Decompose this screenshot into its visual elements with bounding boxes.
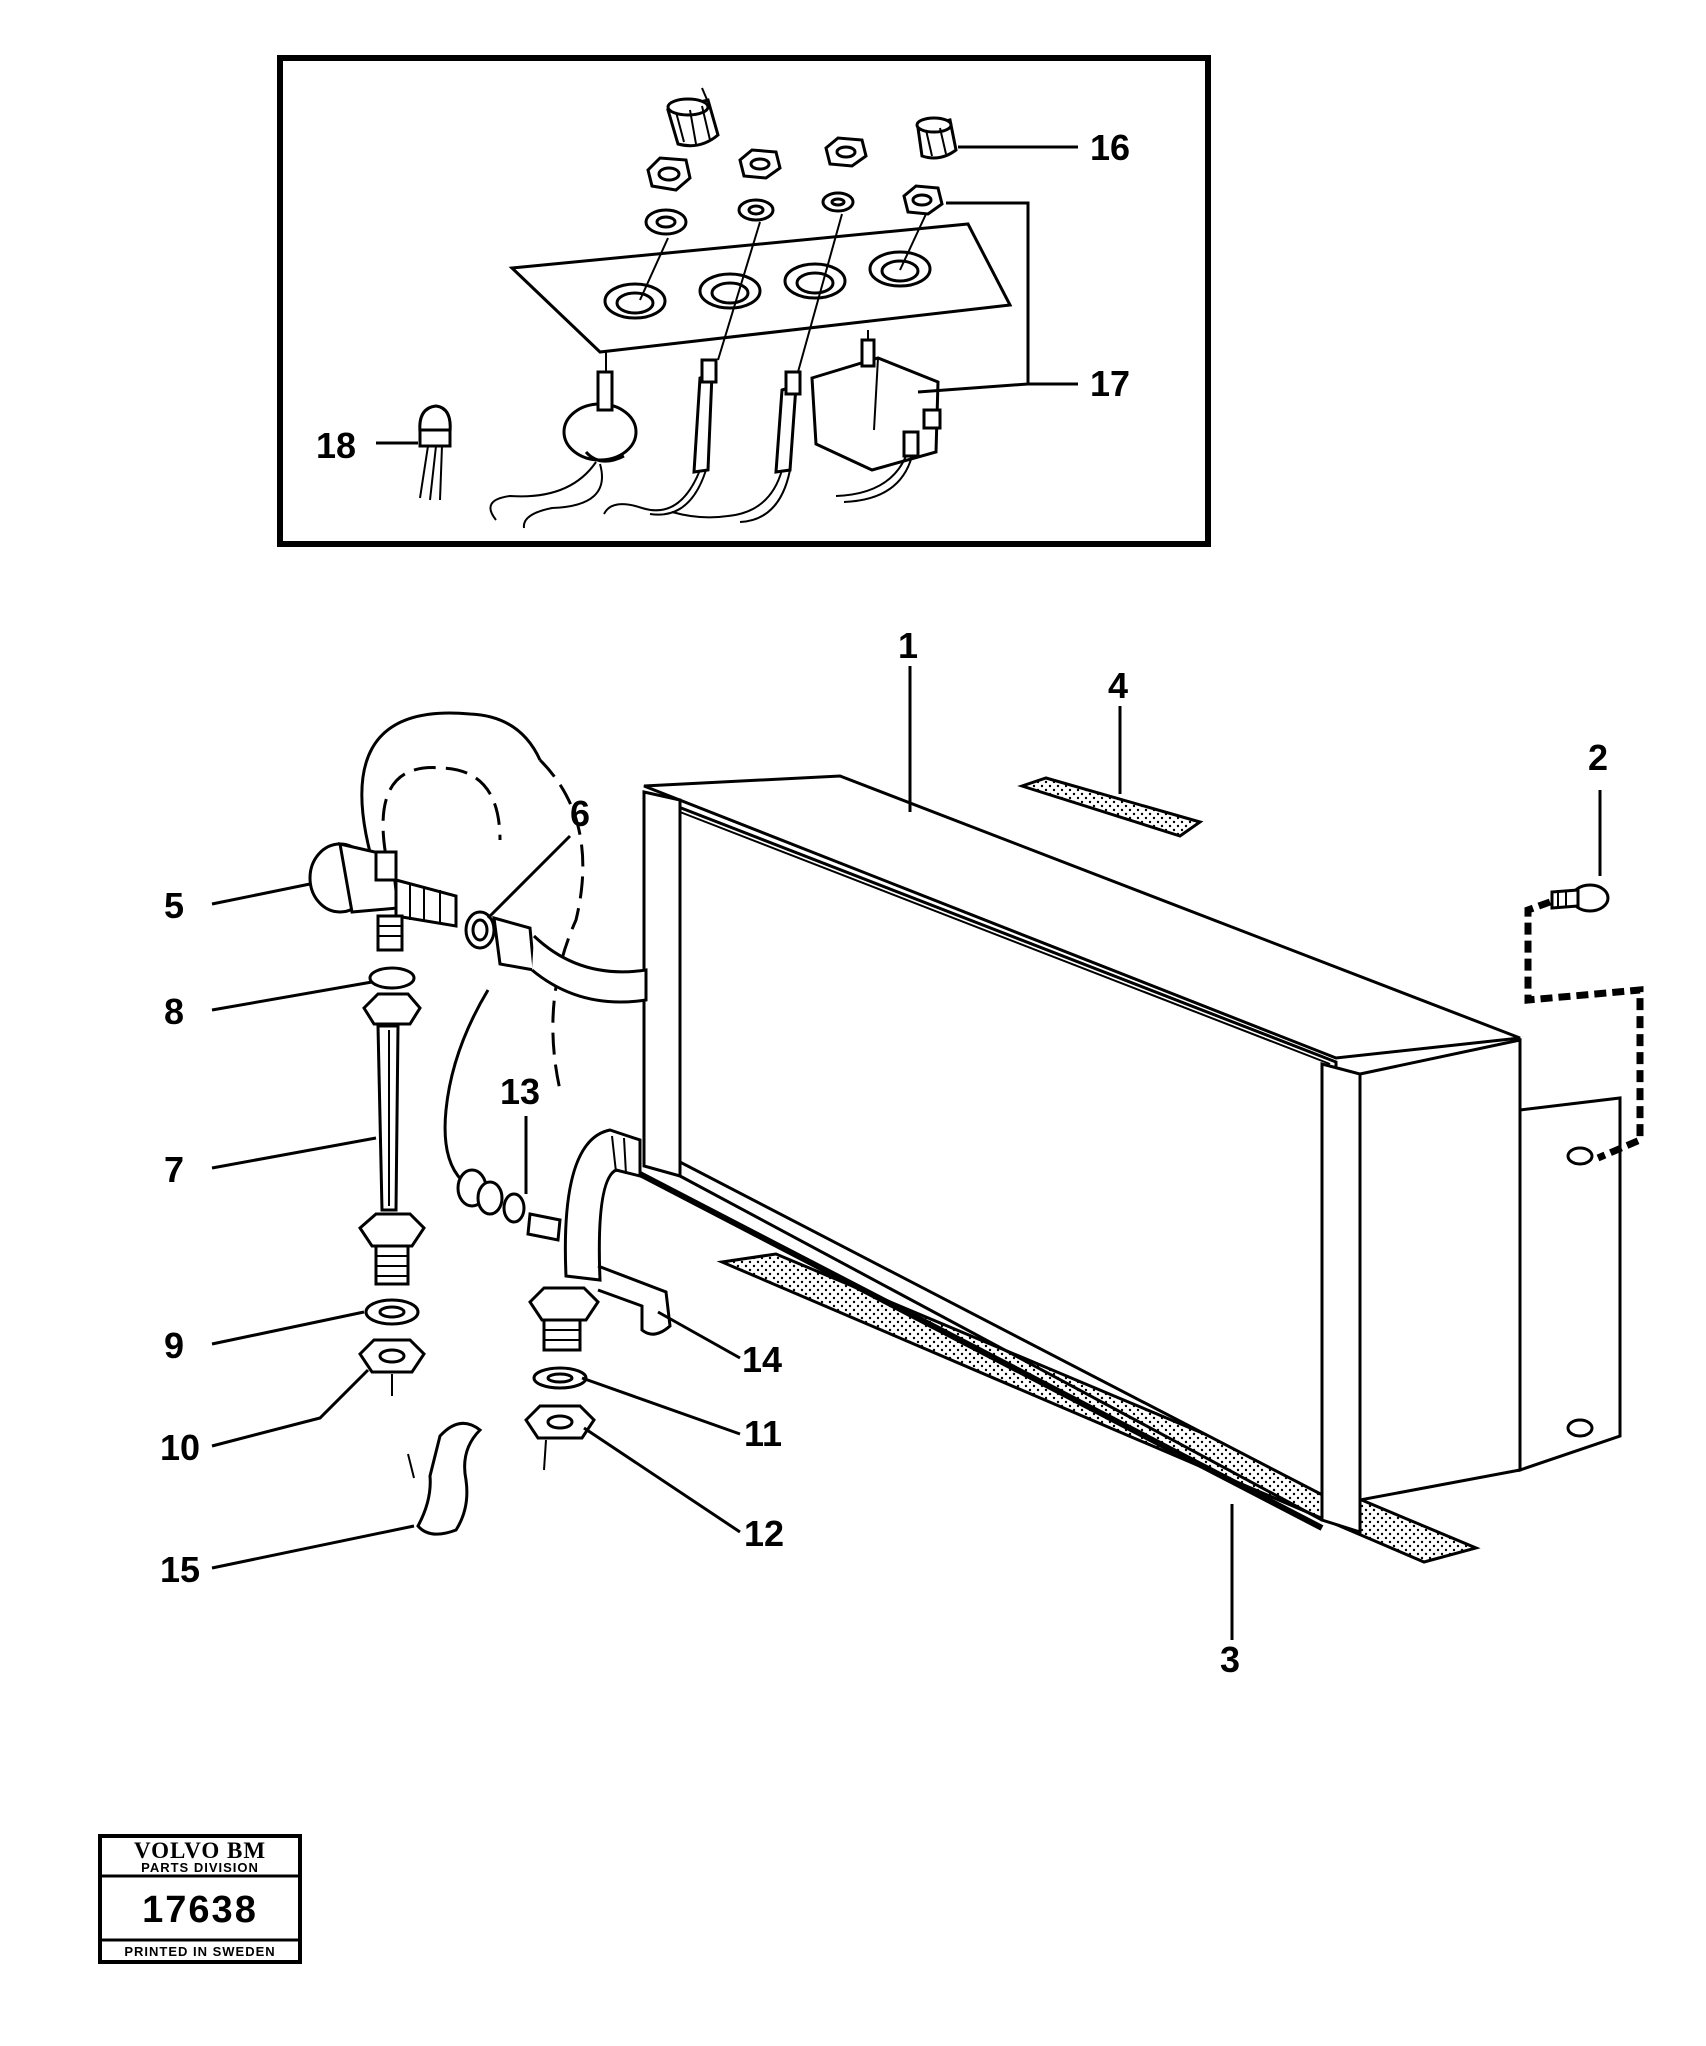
heater-unit (638, 774, 1622, 1564)
callout-5: 5 (164, 885, 184, 926)
leader-lines (211, 666, 1602, 1640)
callout-7: 7 (164, 1149, 184, 1190)
callout-4: 4 (1108, 665, 1128, 706)
knob-right (915, 116, 958, 160)
panel-nuts (646, 136, 944, 216)
callout-9: 9 (164, 1325, 184, 1366)
callout-6: 6 (570, 793, 590, 834)
control-plate (508, 222, 1013, 354)
plug-connectors (692, 358, 802, 474)
callout-15: 15 (160, 1549, 200, 1590)
callout-12: 12 (744, 1513, 784, 1554)
inset-panel (277, 55, 1211, 547)
seal-strip (1017, 776, 1204, 838)
valve-assembly (308, 711, 672, 1536)
callout-2: 2 (1588, 737, 1608, 778)
stamp-number: 17638 (142, 1889, 258, 1931)
wiring (489, 455, 913, 529)
panel-washers (644, 191, 855, 236)
thermostat-block (810, 330, 942, 472)
callout-16: 16 (1090, 127, 1130, 168)
callout-1: 1 (898, 625, 918, 666)
stamp-division: PARTS DIVISION (141, 1860, 259, 1875)
callout-8: 8 (164, 991, 184, 1032)
callout-3: 3 (1220, 1639, 1240, 1680)
mounting-screw (1524, 883, 1644, 1162)
stamp-brand: VOLVO BM (134, 1838, 266, 1863)
callout-11: 11 (744, 1413, 782, 1454)
callout-13: 13 (500, 1071, 540, 1112)
knob-left (666, 87, 720, 148)
callout-18: 18 (316, 425, 356, 466)
volvo-parts-stamp: VOLVO BM PARTS DIVISION 17638 PRINTED IN… (98, 1834, 302, 1964)
rotary-switch (562, 352, 638, 463)
stamp-footer: PRINTED IN SWEDEN (124, 1944, 275, 1959)
callout-17: 17 (1090, 363, 1130, 404)
callout-14: 14 (742, 1339, 782, 1380)
lamp-bulb (418, 404, 452, 501)
callout-10: 10 (160, 1427, 200, 1468)
callout-labels: 1 2 3 4 5 6 7 8 9 10 11 12 13 14 15 16 1… (160, 127, 1608, 1680)
